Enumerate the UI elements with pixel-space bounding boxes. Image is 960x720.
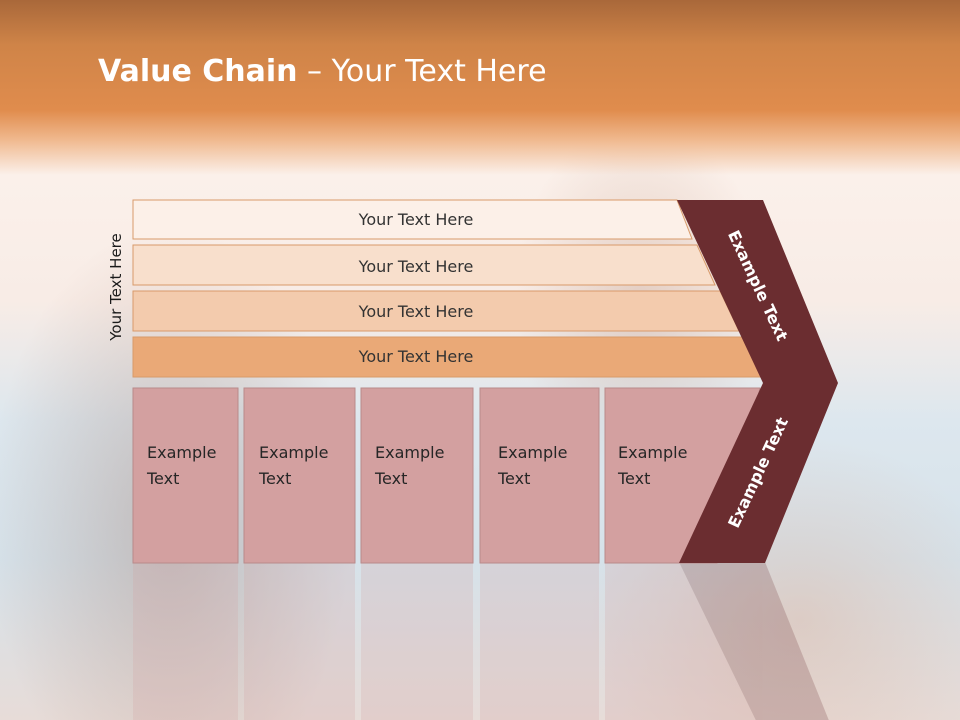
box-1-shape [132, 387, 239, 564]
rows-group: Your Text Here Your Text Here Your Text … [132, 199, 764, 378]
box-3-shape [360, 387, 474, 564]
chevron-arrow: Example Text Example Text [677, 200, 838, 563]
row-4: Your Text Here [132, 336, 764, 378]
title-rest: – Your Text Here [297, 54, 547, 89]
row-2-shape [132, 244, 716, 286]
box-reflection [480, 562, 599, 720]
row-1: Your Text Here [132, 199, 693, 240]
boxes-group: Example Text Example Text Example Text E… [132, 387, 761, 564]
slide-title: Value Chain – Your Text Here [98, 54, 547, 89]
box-2-line1: Example [259, 443, 328, 462]
title-band [0, 0, 960, 175]
chevron-shape [677, 200, 838, 563]
box-3-line2: Text [374, 469, 407, 488]
row-3-label: Your Text Here [358, 302, 474, 321]
box-4-line1: Example [498, 443, 567, 462]
row-1-shape [132, 199, 693, 240]
box-2: Example Text [243, 387, 356, 564]
box-reflection [244, 562, 355, 720]
row-1-label: Your Text Here [358, 210, 474, 229]
reflection [133, 562, 829, 720]
title-bold: Value Chain [98, 54, 298, 89]
box-4-shape [479, 387, 600, 564]
box-reflection [133, 562, 238, 720]
chevron-reflection [679, 562, 829, 720]
box-5-line2: Text [617, 469, 650, 488]
box-3-line1: Example [375, 443, 444, 462]
box-4-line2: Text [497, 469, 530, 488]
box-2-shape [243, 387, 356, 564]
box-1: Example Text [132, 387, 239, 564]
box-5-line1: Example [618, 443, 687, 462]
row-2-label: Your Text Here [358, 257, 474, 276]
box-reflection [605, 562, 756, 720]
box-3: Example Text [360, 387, 474, 564]
box-1-line2: Text [146, 469, 179, 488]
box-4: Example Text [479, 387, 600, 564]
box-reflection [361, 562, 473, 720]
box-2-line2: Text [258, 469, 291, 488]
row-2: Your Text Here [132, 244, 716, 286]
row-4-label: Your Text Here [358, 347, 474, 366]
row-3: Your Text Here [132, 290, 740, 332]
box-1-line1: Example [147, 443, 216, 462]
